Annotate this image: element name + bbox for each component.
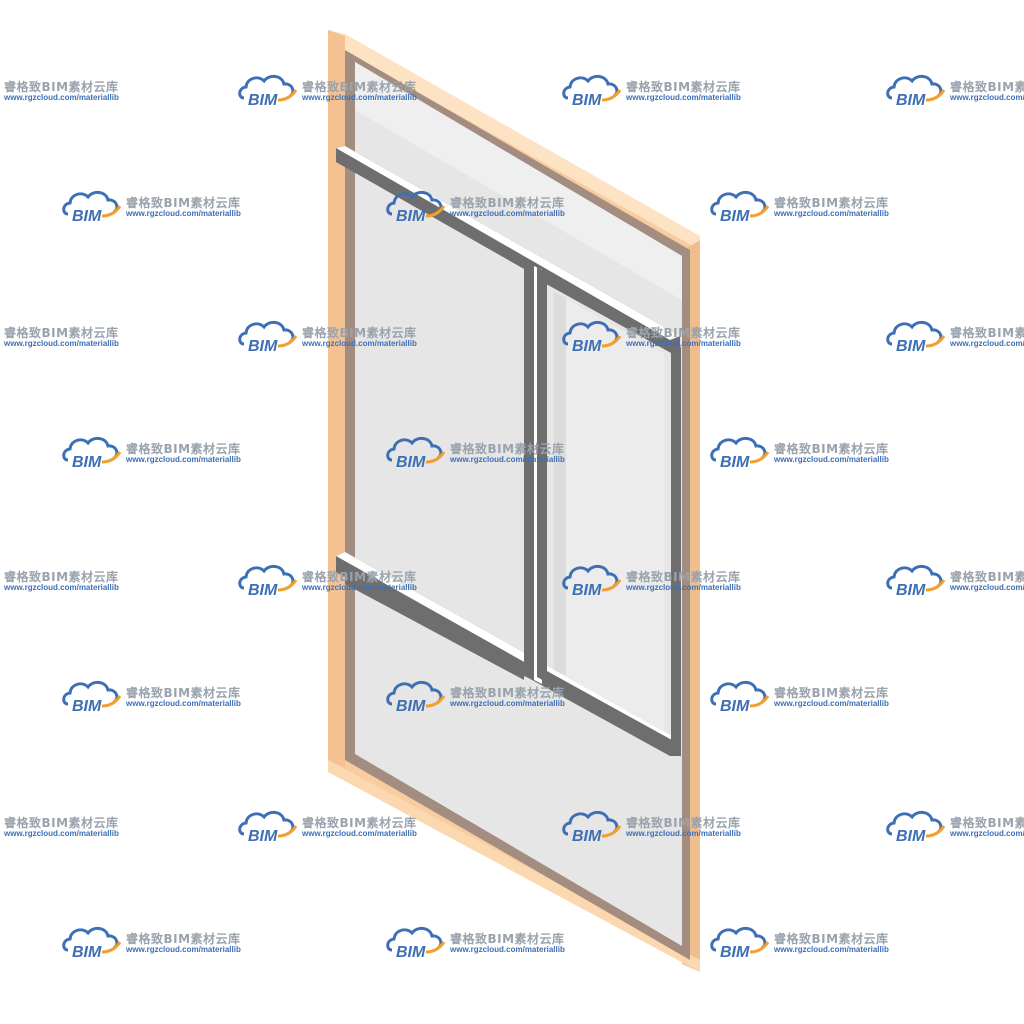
sash-glass-edge — [554, 292, 566, 676]
bottom-transom-highlight — [336, 552, 680, 744]
sash-glass — [554, 292, 664, 732]
glass-pane-highlight — [355, 62, 682, 300]
sash-frame — [537, 267, 681, 757]
outer-frame-left-edge — [328, 30, 345, 768]
outer-frame-top-bevel — [328, 30, 700, 250]
glass-pane — [355, 62, 682, 946]
lower-left-sash-bar — [345, 570, 524, 680]
outer-frame-bottom — [328, 760, 700, 972]
center-mullion — [524, 262, 534, 680]
